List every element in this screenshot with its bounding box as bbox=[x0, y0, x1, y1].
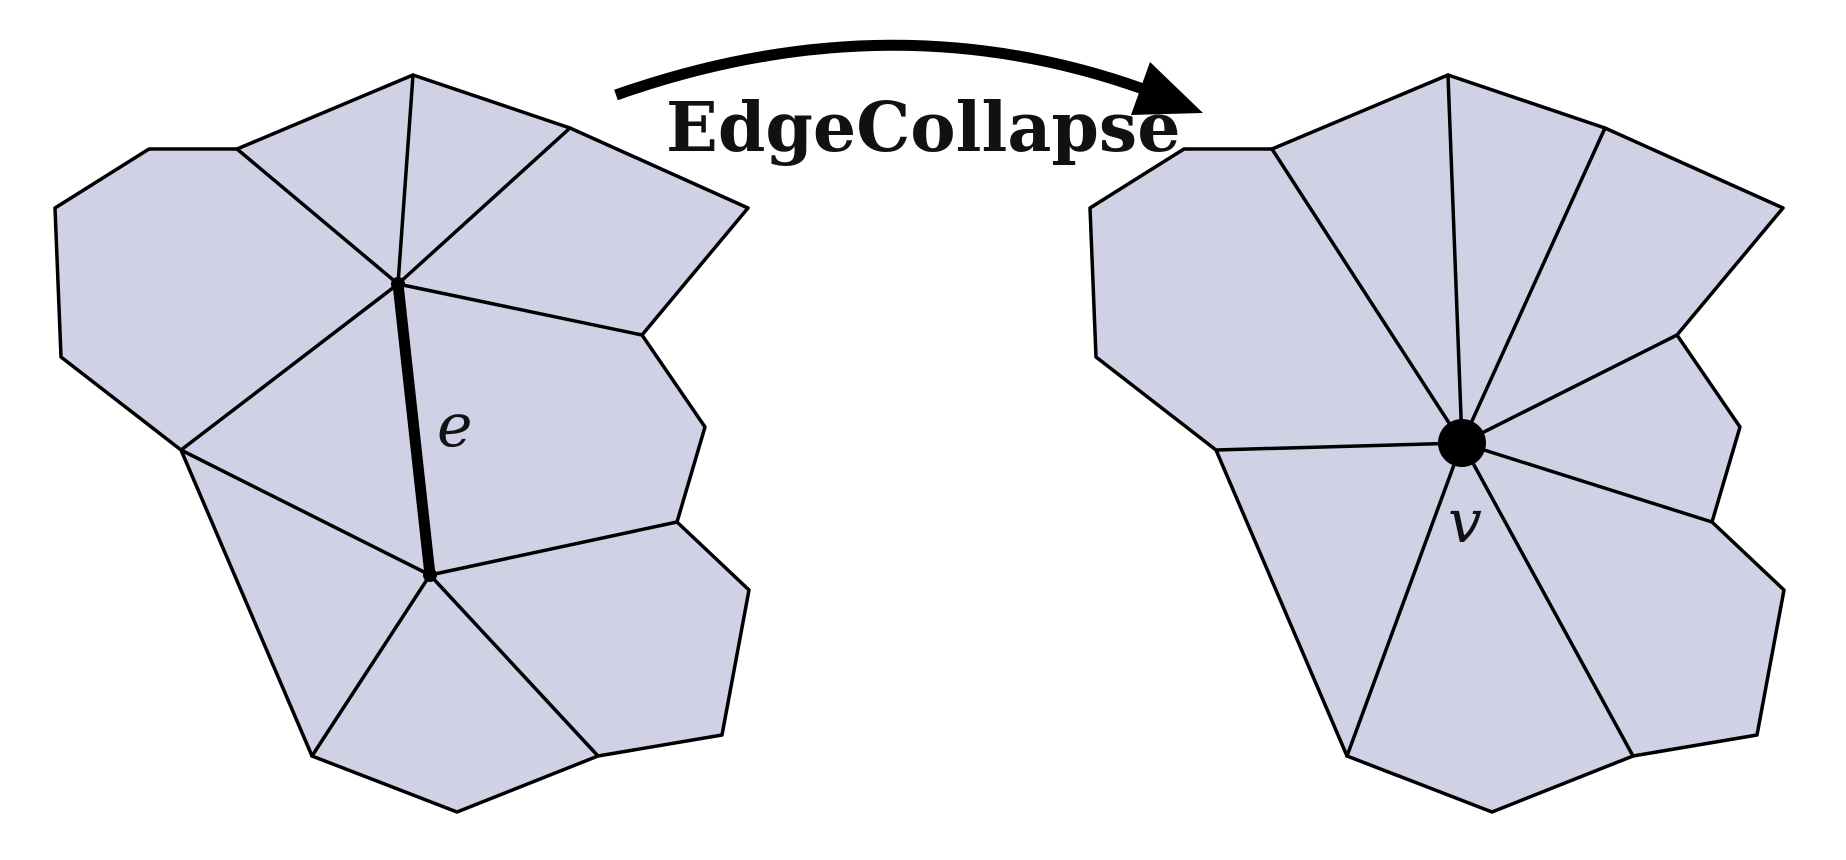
mesh-before-edge bbox=[396, 73, 415, 286]
mesh-after-edge bbox=[1345, 441, 1464, 758]
collapsed-edge-e bbox=[392, 278, 436, 581]
operation-arrow bbox=[614, 39, 1203, 115]
merged-vertex-v bbox=[1438, 419, 1486, 467]
edge-label: e bbox=[437, 391, 473, 461]
mesh-before-edges bbox=[53, 73, 751, 814]
edge-endpoint-bottom bbox=[423, 568, 437, 582]
mesh-after: v bbox=[1088, 73, 1786, 814]
mesh-after-edge bbox=[1460, 126, 1607, 445]
mesh-after-edge bbox=[1460, 441, 1635, 758]
edge-endpoint-top bbox=[391, 277, 405, 291]
mesh-after-edge bbox=[1446, 73, 1464, 445]
vertex-label: v bbox=[1448, 487, 1482, 557]
mesh-before-edge bbox=[428, 573, 600, 758]
mesh-before-edge bbox=[179, 282, 400, 452]
arrow-shaft bbox=[614, 39, 1164, 102]
mesh-before-edge bbox=[396, 282, 644, 337]
mesh-after-edge bbox=[1460, 441, 1714, 524]
mesh-before-edge bbox=[235, 147, 400, 286]
mesh-before: e bbox=[53, 73, 751, 814]
arrow-head bbox=[1131, 62, 1203, 115]
mesh-after-edges bbox=[1088, 73, 1786, 814]
mesh-before-edge bbox=[396, 126, 572, 286]
mesh-before-edge bbox=[428, 520, 679, 577]
operation-label: EdgeCollapse bbox=[666, 88, 1180, 168]
mesh-after-edge bbox=[1270, 147, 1464, 445]
mesh-after-edge bbox=[1460, 333, 1679, 445]
mesh-after-edge bbox=[1214, 441, 1464, 452]
mesh-before-edge bbox=[310, 573, 432, 758]
mesh-before-fill bbox=[55, 75, 749, 812]
mesh-before-edge bbox=[179, 448, 432, 577]
